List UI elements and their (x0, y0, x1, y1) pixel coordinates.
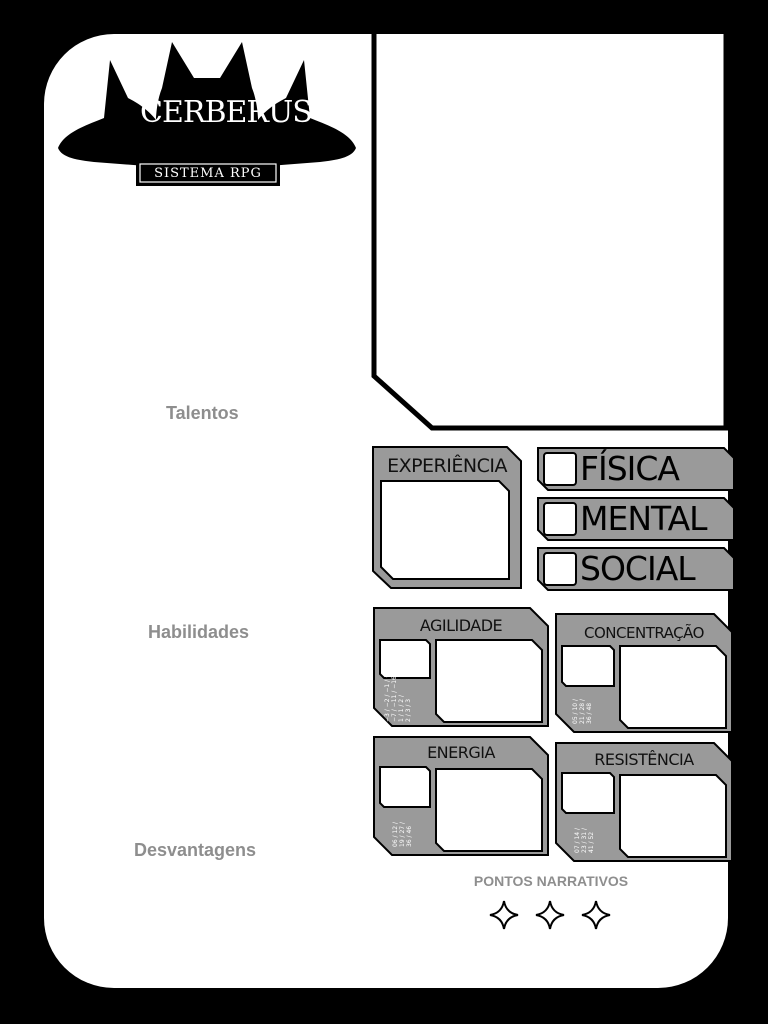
narrative-point-star-icon[interactable] (488, 899, 520, 931)
concentracao-label: CONCENTRAÇÃO (584, 624, 704, 642)
habilidades-label: Habilidades (148, 622, 250, 642)
fisica-checkbox[interactable] (543, 452, 577, 486)
logo-subtitle: SISTEMA RPG (154, 166, 262, 181)
social-label: SOCIAL (580, 549, 696, 588)
mental-checkbox[interactable] (543, 502, 577, 536)
social-checkbox[interactable] (543, 552, 577, 586)
narrative-point-star-icon[interactable] (534, 899, 566, 931)
energia-small-field[interactable] (382, 769, 428, 805)
mental-label: MENTAL (580, 499, 708, 538)
desvantagens-label: Desvantagens (134, 840, 257, 860)
talentos-label: Talentos (166, 403, 239, 423)
energia-table: 06 / 12 /19 / 27 /36 / 46 (392, 821, 413, 847)
fisica-label: FÍSICA (580, 449, 680, 488)
logo-title: CERBERUS (140, 95, 313, 130)
concentracao-value-field[interactable] (624, 650, 722, 724)
agilidade-value-field[interactable] (440, 644, 538, 718)
resistencia-label: RESISTÊNCIA (594, 750, 694, 769)
attribute-fisica: FÍSICA (536, 446, 736, 492)
three-headed-dog-icon (58, 42, 356, 186)
pontos-narrativos-label: PONTOS NARRATIVOS (473, 873, 629, 889)
resistencia-box: RESISTÊNCIA 07 / 14 /23 / 31 /41 / 52 (554, 741, 734, 863)
attribute-mental: MENTAL (536, 496, 736, 542)
portrait-frame[interactable] (370, 34, 730, 434)
concentracao-small-field[interactable] (564, 648, 612, 684)
experiencia-field[interactable] (385, 485, 505, 575)
concentracao-box: CONCENTRAÇÃO 05 / 10 /21 / 28 /36 / 48 (554, 612, 734, 734)
experiencia-box: EXPERIÊNCIA (371, 445, 523, 590)
agilidade-box: AGILIDADE −3 / −2 / −1 / +1−7 / −11 / −1… (372, 606, 550, 728)
energia-box: ENERGIA 06 / 12 /19 / 27 /36 / 46 (372, 735, 550, 857)
experiencia-label: EXPERIÊNCIA (387, 455, 507, 477)
cerberus-logo: CERBERUS SISTEMA RPG (54, 38, 360, 188)
energia-label: ENERGIA (427, 743, 495, 762)
attribute-social: SOCIAL (536, 546, 736, 592)
narrative-point-star-icon[interactable] (580, 899, 612, 931)
resistencia-table: 07 / 14 /23 / 31 /41 / 52 (574, 827, 595, 853)
agilidade-label: AGILIDADE (419, 616, 503, 635)
resistencia-small-field[interactable] (564, 775, 612, 811)
energia-value-field[interactable] (440, 773, 538, 847)
resistencia-value-field[interactable] (624, 779, 722, 853)
concentracao-table: 05 / 10 /21 / 28 /36 / 48 (572, 698, 593, 724)
